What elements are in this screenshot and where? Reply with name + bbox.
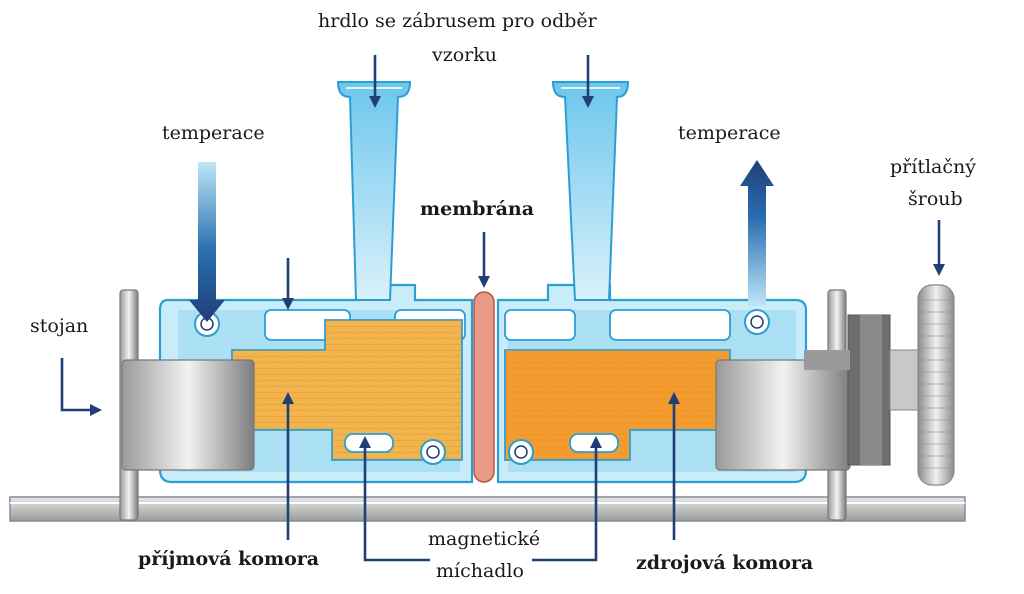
pressure-screw-label-line1: přítlačný <box>890 156 976 178</box>
receiving-chamber-liquid <box>231 319 463 461</box>
sampling-neck-right <box>551 81 630 301</box>
stirrer-label-line1: magnetické <box>428 528 541 550</box>
membrane-label: membrána <box>420 198 535 220</box>
pointer-arrows <box>60 55 941 562</box>
membrane <box>473 291 495 483</box>
base-rail <box>9 496 966 522</box>
temperature-left-label: temperace <box>162 122 265 144</box>
source-chamber-label: zdrojová komora <box>636 552 814 574</box>
sampling-neck-left <box>336 81 412 301</box>
receiving-chamber-label: příjmová komora <box>138 548 320 570</box>
pointer-arrowheads <box>90 96 945 448</box>
stand-label: stojan <box>30 315 89 337</box>
source-chamber-liquid <box>504 349 731 461</box>
sampling-neck-label-line1: hrdlo se zábrusem pro odběr <box>318 10 597 32</box>
temperature-inlet-arrow <box>189 162 225 322</box>
sampling-neck-label-line2: vzorku <box>432 44 498 66</box>
pressure-screw <box>889 284 955 486</box>
clamp-blocks <box>121 314 891 471</box>
temperature-ports <box>194 309 770 465</box>
stirrer-label-line2: míchadlo <box>436 560 524 582</box>
temperature-right-label: temperace <box>678 122 781 144</box>
pressure-screw-label-line2: šroub <box>908 188 963 210</box>
temperature-outlet-arrow <box>740 160 774 306</box>
